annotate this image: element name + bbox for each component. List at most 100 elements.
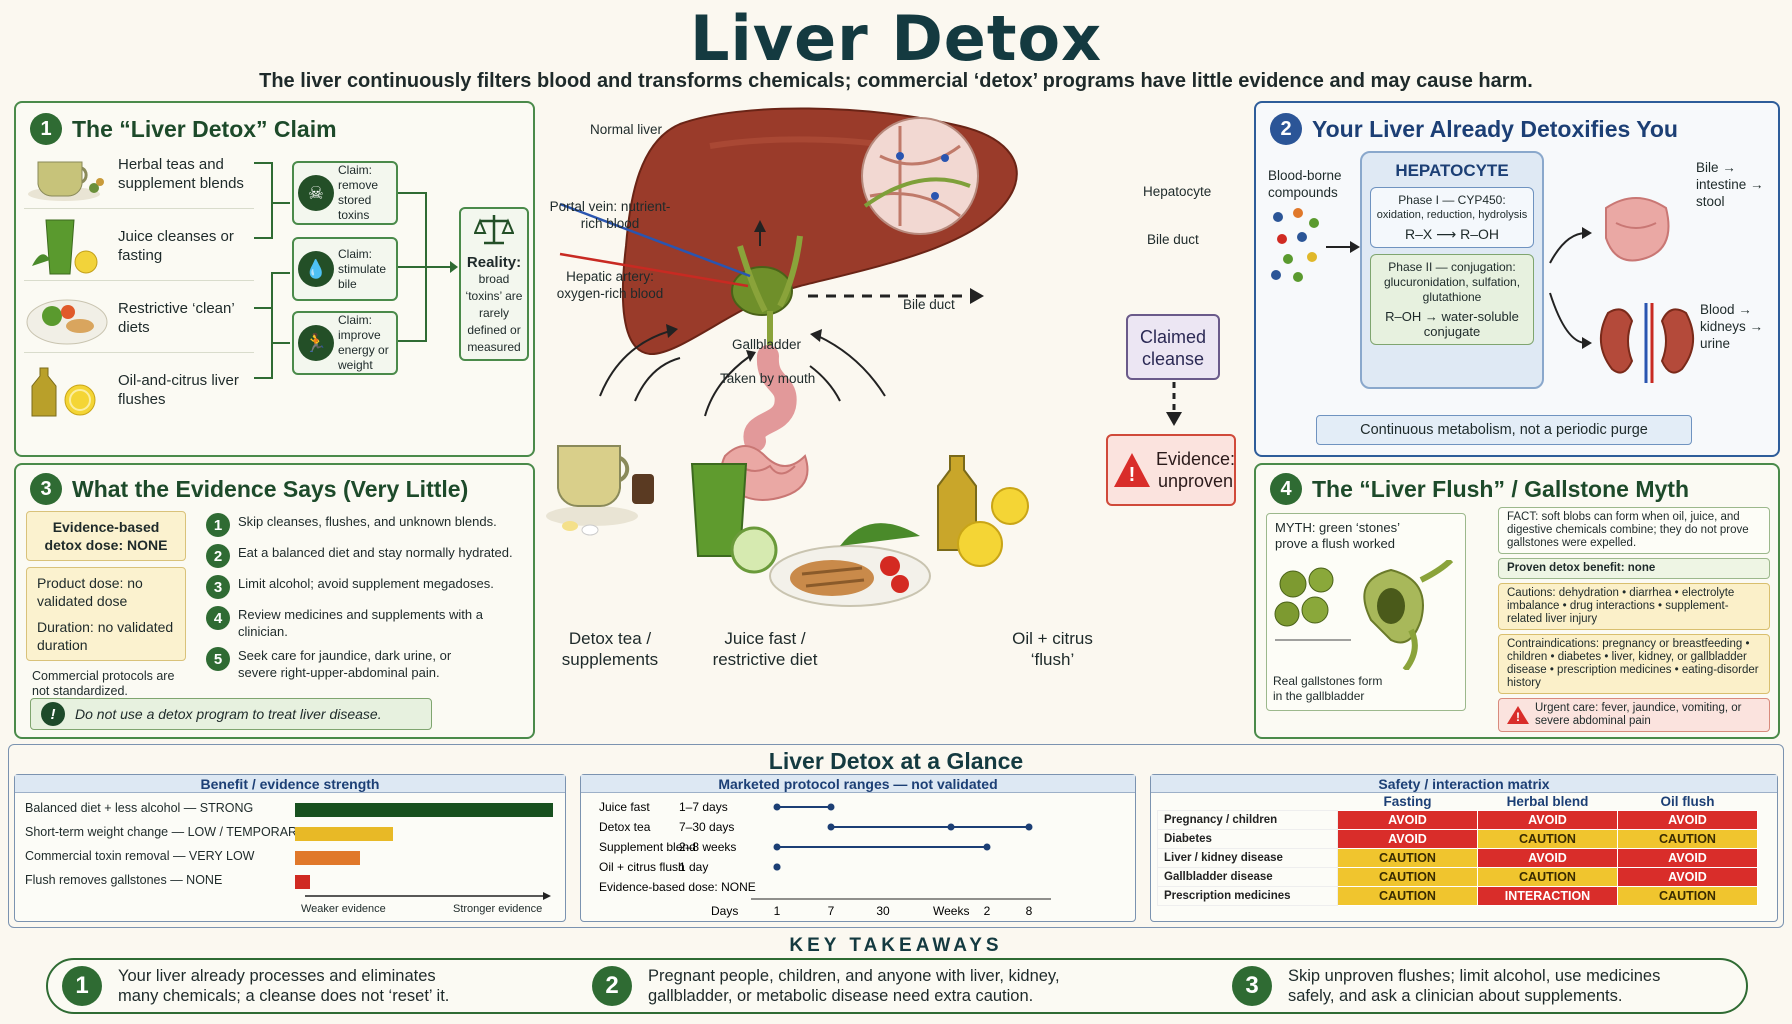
benefit-bar [295,875,311,889]
takeaway-number: 1 [62,966,102,1006]
panel-flush-myth: 4 The “Liver Flush” / Gallstone Myth MYT… [1254,463,1780,739]
axis-weeks-label: Weeks [933,904,969,918]
benefit-bar [295,827,394,841]
protocol-range-point [773,843,781,851]
warning-triangle-icon: ! [1507,706,1529,724]
phase-1-box: Phase I — CYP450: oxidation, reduction, … [1370,187,1534,248]
protocol-range-point [947,823,955,831]
scales-icon [473,215,515,245]
continuous-metabolism-banner: Continuous metabolism, not a periodic pu… [1316,415,1692,445]
matrix-col-oil: Oil flush [1660,793,1715,809]
benefit-bar [295,851,360,865]
claim-source-juice: Juice cleanses or fasting [24,211,254,281]
intestine-icon [1605,197,1670,262]
phase-1-title: Phase I — CYP450: [1398,193,1506,207]
page-title: Liver Detox [689,2,1103,75]
panel-2-number: 2 [1270,113,1302,145]
label-hepatic-artery: Hepatic artery: oxygen-rich blood [556,269,664,301]
evidence-unproven-box: ! Evidence: unproven [1106,434,1236,506]
axis-tick-label: 8 [1026,904,1033,918]
label-gallbladder: Gallbladder [732,337,802,352]
takeaway-item: 3 Skip unproven flushes; limit alcohol, … [1232,966,1732,1006]
label-bile-output: Bile → intestine → stool [1696,160,1764,209]
safety-matrix-heading: Safety / interaction matrix [1151,775,1777,793]
glance-frame [8,744,1784,928]
oil-lemon-icon [31,367,96,417]
liver-diagram [546,107,1029,607]
reality-box: Reality: broad ‘toxins’ are rarely defin… [459,207,529,361]
takeaway-text: Skip unproven flushes; limit alcohol, us… [1288,967,1661,1005]
panel-4-heading: 4 The “Liver Flush” / Gallstone Myth [1270,473,1689,505]
matrix-col-herbal: Herbal blend [1506,793,1589,809]
claim-box-toxins: ☠ Claim: remove stored toxins [292,161,398,225]
duration-text: Duration: no validated duration [37,619,174,653]
matrix-cell: CAUTION [1477,866,1618,887]
panel-4-title: The “Liver Flush” / Gallstone Myth [1312,475,1689,502]
do-not-use-text: Do not use a detox program to treat live… [75,706,382,722]
benefit-chart-heading: Benefit / evidence strength [15,775,565,793]
evidence-dose-label: Evidence-based dose: NONE [599,880,756,894]
matrix-row-label: Diabetes [1157,828,1338,849]
safety-matrix-table: Fasting Herbal blend Oil flush Pregnancy… [1157,793,1758,906]
reality-connector-lines [398,192,458,342]
matrix-cell: AVOID [1617,866,1758,887]
key-takeaways-title: KEY TAKEAWAYS [789,935,1003,956]
phase-1-equation: R–X ⟶ R–OH [1376,227,1528,242]
claim-connector-lines [254,162,290,379]
protocol-range-point [827,803,835,811]
green-juice-icon [32,219,98,274]
matrix-cell: CAUTION [1337,847,1478,868]
claim-box-energy: 🏃 Claim: improve energy or weight [292,311,398,375]
label-blood-output: Blood → kidneys → urine [1700,302,1764,351]
protocol-chart-heading: Marketed protocol ranges — not validated [581,775,1135,793]
hepatocyte-title: HEPATOCYTE [1395,161,1509,180]
label-bile-duct-main: Bile duct [903,297,955,312]
matrix-col-fasting: Fasting [1383,793,1432,809]
phase-2-title: Phase II — conjugation: [1388,260,1516,274]
drop-icon: 💧 [298,251,334,287]
benefit-row-label: Commercial toxin removal — VERY LOW [25,849,255,863]
takeaway-number: 3 [1232,966,1272,1006]
commercial-protocols-note: Commercial protocols are not standardize… [32,669,175,698]
protocol-range: 1 day [679,860,708,874]
step-number: 5 [206,647,230,671]
phase-1-desc: oxidation, reduction, hydrolysis [1376,209,1528,221]
claim-source-label: Herbal teas and supplement blends [118,155,244,192]
real-gallstones-label: Real gallstones form in the gallbladder [1273,674,1383,703]
panel-1-number: 1 [30,113,62,145]
protocol-name: Juice fast [599,800,650,814]
fact-box: FACT: soft blobs can form when oil, juic… [1498,507,1770,554]
protocol-range-point [827,823,835,831]
contraindications-box: Contraindications: pregnancy or breastfe… [1498,634,1770,694]
fact-column: FACT: soft blobs can form when oil, juic… [1498,507,1770,736]
claim-text: Claim: remove stored toxins [338,163,379,222]
eq-right: R–OH [1460,226,1499,242]
benefit-row-label: Balanced diet + less alcohol — STRONG [25,801,254,815]
matrix-row-label: Pregnancy / children [1157,809,1338,830]
matrix-cell: AVOID [1477,809,1618,830]
phase-2-equation: R–OH → water-soluble conjugate [1385,309,1519,339]
claim-source-label: Restrictive ‘clean’ diets [118,299,235,336]
panel-1-title: The “Liver Detox” Claim [72,115,337,142]
benefit-row-label: Flush removes gallstones — NONE [25,873,223,887]
protocol-range: 7–30 days [679,820,734,834]
claimed-cleanse-box: Claimed cleanse [1126,314,1220,380]
axis-days-label: Days [711,904,738,918]
axis-tick-label: 2 [984,904,991,918]
eq-left: R–X [1405,226,1433,242]
benefit-chart: Benefit / evidence strength Balanced die… [14,774,566,922]
claim-source-diet: Restrictive ‘clean’ diets [24,283,254,353]
alert-icon: ! [41,702,65,726]
claim-source-herbal: Herbal teas and supplement blends [24,139,254,209]
step-text: Review medicines and supplements with a … [238,607,483,639]
matrix-cell: AVOID [1337,809,1478,830]
safety-matrix: Safety / interaction matrix Fasting Herb… [1150,774,1778,922]
benefit-bar [295,803,553,817]
matrix-cell: CAUTION [1617,885,1758,906]
